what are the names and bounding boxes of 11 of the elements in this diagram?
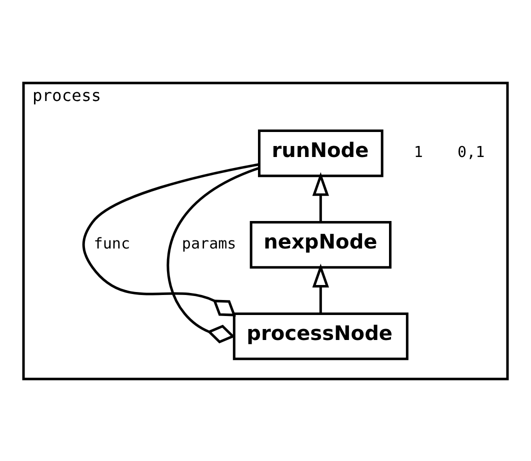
edge-label: func [94, 234, 130, 252]
arrow [312, 172, 330, 222]
node-box: nexpNode [250, 220, 392, 268]
connector [82, 162, 260, 316]
arrow [312, 263, 330, 314]
node-box: processNode [232, 312, 408, 360]
label: 1 [414, 142, 423, 161]
label: 0,1 [458, 142, 485, 161]
connector [166, 166, 260, 343]
node-box: runNode [258, 128, 384, 177]
edge-label: params [182, 234, 236, 252]
